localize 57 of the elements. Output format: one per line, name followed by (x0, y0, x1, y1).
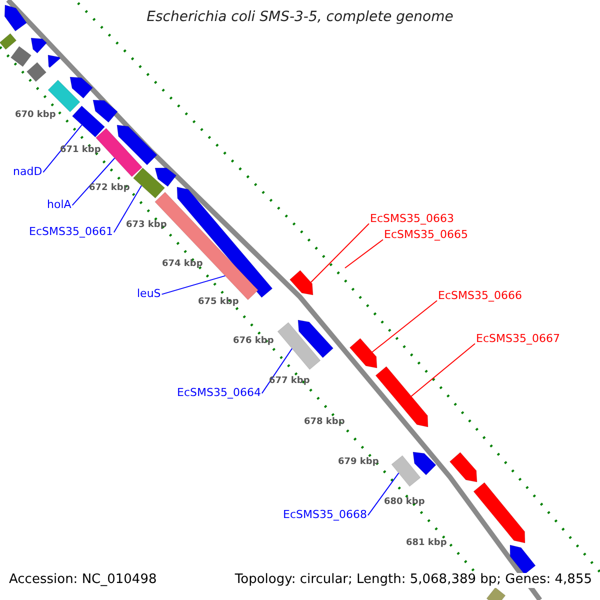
scale-label: 680 kbp (384, 497, 425, 508)
leader-line (367, 472, 400, 516)
gene-feature (48, 54, 61, 68)
scale-label: 681 kbp (406, 538, 447, 548)
gene-feature (375, 366, 428, 428)
scale-label: 671 kbp (60, 145, 101, 156)
gene-feature (4, 4, 27, 32)
genome-summary-text: Topology: circular; Length: 5,068,389 bp; Genes: 4,855 (234, 573, 592, 588)
gene-label: EcSMS35_0664 (177, 387, 261, 400)
gene-label: holA (47, 199, 72, 212)
gene-feature (92, 100, 118, 123)
leader-line (261, 348, 293, 394)
leader-line (344, 239, 384, 268)
scale-label: 674 kbp (162, 259, 203, 270)
gene-label: nadD (13, 166, 42, 179)
gene-feature (116, 124, 158, 166)
gene-label: EcSMS35_0668 (283, 509, 367, 522)
leader-line (72, 158, 116, 206)
scale-label: 675 kbp (198, 297, 239, 308)
leader-line (410, 343, 476, 397)
gene-feature (290, 270, 314, 296)
gene-feature (70, 76, 93, 98)
gene-feature (10, 46, 32, 67)
gene-label: leuS (137, 288, 161, 301)
gene-feature (26, 62, 46, 82)
gene-feature (0, 33, 17, 50)
gene-feature (298, 320, 334, 358)
gene-feature (154, 168, 176, 187)
gene-feature (450, 452, 478, 482)
leader-line (42, 124, 82, 173)
leader-line (310, 223, 370, 283)
gene-label: EcSMS35_0665 (384, 229, 468, 242)
gene-feature (391, 455, 421, 487)
scale-label: 677 kbp (269, 376, 310, 386)
gene-feature (30, 38, 47, 54)
leader-line (372, 300, 438, 353)
leader-line (161, 275, 226, 295)
scale-label: 678 kbp (304, 417, 345, 428)
gene-feature (350, 338, 378, 368)
title: Escherichia coli SMS-3-5, complete genome (146, 9, 454, 26)
leader-line (113, 185, 142, 233)
scale-label: 676 kbp (233, 336, 274, 346)
gene-feature (412, 452, 436, 476)
gene-feature (72, 106, 105, 138)
gene-label: EcSMS35_0661 (29, 226, 113, 239)
accession-text: Accession: NC_010498 (9, 573, 157, 588)
gene-label: EcSMS35_0663 (370, 213, 454, 226)
gene-feature (473, 482, 526, 544)
gene-label: EcSMS35_0667 (476, 333, 560, 346)
gene-feature (133, 168, 165, 198)
scale-label: 670 kbp (15, 110, 56, 120)
gene-feature (510, 544, 536, 575)
scale-label: 672 kbp (89, 183, 130, 194)
gene-feature (277, 322, 321, 370)
scale-label: 673 kbp (126, 220, 167, 230)
scale-label: 679 kbp (338, 457, 379, 468)
gene-label: EcSMS35_0666 (438, 290, 522, 303)
